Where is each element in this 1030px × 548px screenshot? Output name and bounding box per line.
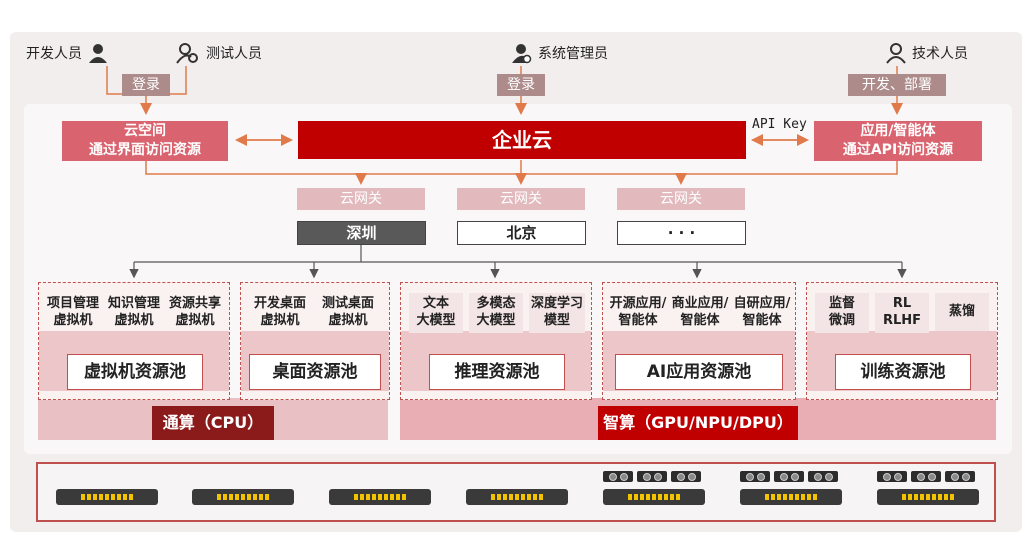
deploy-button[interactable]: 开发、部署: [848, 74, 946, 96]
inference-item-deeplearning[interactable]: 深度学习模型: [529, 293, 585, 333]
cloud-space-desc: 通过界面访问资源: [89, 142, 201, 158]
ai-app-group: 开源应用/智能体 商业应用/智能体 自研应用/智能体 AI应用资源池: [602, 282, 796, 400]
cpu-server-icon-3: [329, 489, 431, 505]
tech-label: 技术人员: [912, 46, 968, 62]
inference-group: 文本大模型 多模态大模型 深度学习模型 推理资源池: [400, 282, 592, 400]
inference-item-text[interactable]: 文本大模型: [409, 293, 463, 333]
vm-pool[interactable]: 虚拟机资源池: [67, 354, 203, 390]
gpu-server-icon-3: [877, 489, 979, 505]
cpu-server-icon-4: [466, 489, 568, 505]
cloud-space-title: 云空间: [124, 123, 166, 139]
developer-user: 开发人员: [26, 42, 108, 64]
desktop-item-dev[interactable]: 开发桌面虚拟机: [253, 296, 306, 328]
inference-item-multimodal[interactable]: 多模态大模型: [469, 293, 523, 333]
gateway-1[interactable]: 云网关: [297, 188, 425, 210]
general-compute-button[interactable]: 通算（CPU）: [152, 406, 274, 440]
desktop-group: 开发桌面虚拟机 测试桌面虚拟机 桌面资源池: [240, 282, 390, 400]
enterprise-cloud-box[interactable]: 企业云: [298, 121, 746, 159]
gateway-2[interactable]: 云网关: [457, 188, 585, 210]
gpu-cards-icon-3: [877, 471, 975, 482]
ai-app-item-open[interactable]: 开源应用/智能体: [609, 296, 667, 328]
login-button-admin[interactable]: 登录: [497, 74, 545, 96]
training-item-distill[interactable]: 蒸馏: [935, 293, 989, 331]
cpu-server-icon-2: [192, 489, 294, 505]
ai-app-item-selfdev[interactable]: 自研应用/智能体: [733, 296, 791, 328]
app-agent-title: 应用/智能体: [860, 123, 936, 139]
vm-item-project[interactable]: 项目管理虚拟机: [46, 296, 99, 328]
training-item-supervised[interactable]: 监督微调: [815, 293, 869, 333]
gateway-3[interactable]: 云网关: [617, 188, 745, 210]
region-more[interactable]: · · ·: [617, 221, 746, 245]
cloud-space-box[interactable]: 云空间 通过界面访问资源: [62, 121, 228, 161]
developer-label: 开发人员: [26, 46, 82, 62]
vm-group: 项目管理虚拟机 知识管理虚拟机 资源共享虚拟机 虚拟机资源池: [38, 282, 230, 400]
inference-pool[interactable]: 推理资源池: [429, 354, 565, 390]
gpu-server-icon-1: [603, 489, 705, 505]
tech-user: 技术人员: [886, 42, 968, 64]
region-beijing[interactable]: 北京: [457, 221, 586, 245]
login-button-dev[interactable]: 登录: [122, 74, 170, 96]
ai-app-item-commercial[interactable]: 商业应用/智能体: [671, 296, 729, 328]
desktop-pool[interactable]: 桌面资源池: [249, 354, 381, 390]
intelligent-compute-button[interactable]: 智算（GPU/NPU/DPU）: [598, 406, 798, 440]
ai-app-pool[interactable]: AI应用资源池: [615, 354, 783, 390]
tester-icon: [176, 43, 198, 64]
training-pool[interactable]: 训练资源池: [835, 354, 971, 390]
desktop-item-test[interactable]: 测试桌面虚拟机: [321, 296, 374, 328]
admin-user: 系统管理员: [512, 42, 608, 64]
tester-user: 测试人员: [176, 42, 262, 64]
tech-icon: [886, 43, 906, 64]
app-agent-box[interactable]: 应用/智能体 通过API访问资源: [814, 121, 982, 161]
tester-label: 测试人员: [206, 46, 262, 62]
gpu-server-icon-2: [740, 489, 842, 505]
developer-icon: [89, 44, 107, 63]
admin-icon: [512, 44, 532, 64]
gpu-cards-icon-1: [603, 471, 701, 482]
cpu-server-icon-1: [56, 489, 158, 505]
region-shenzhen[interactable]: 深圳: [297, 221, 426, 245]
gpu-cards-icon-2: [740, 471, 838, 482]
admin-label: 系统管理员: [538, 46, 608, 62]
vm-item-knowledge[interactable]: 知识管理虚拟机: [107, 296, 160, 328]
app-agent-desc: 通过API访问资源: [842, 142, 954, 158]
vm-item-share[interactable]: 资源共享虚拟机: [168, 296, 221, 328]
api-key-label: API Key: [752, 117, 807, 132]
